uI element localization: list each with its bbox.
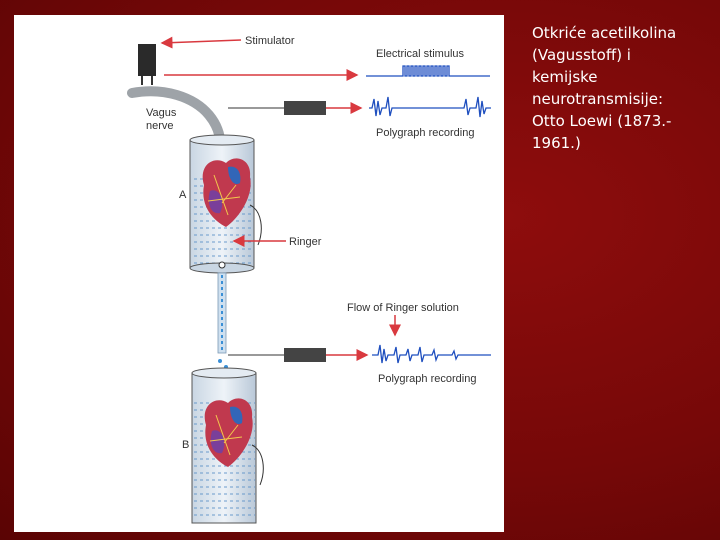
vagus-label: Vagus — [146, 107, 177, 119]
heart-chamber-b — [191, 367, 257, 524]
ringer-flow-stream — [216, 272, 228, 381]
ringer-label: Ringer — [289, 236, 322, 248]
caption-line: neurotransmisije: — [532, 90, 664, 108]
heart-b-label: B — [182, 439, 189, 451]
heart-a — [202, 158, 251, 227]
caption-line: Otkriće acetilkolina — [532, 24, 677, 42]
polygraph-bottom-label: Polygraph recording — [378, 373, 476, 385]
caption-line: 1961.) — [532, 134, 581, 152]
loewi-experiment-figure: Stimulator Electrical stimulus Vagus ner… — [14, 15, 504, 532]
flow-label: Flow of Ringer solution — [347, 302, 459, 314]
heart-b — [204, 398, 253, 467]
polygraph-trace-top — [369, 96, 491, 118]
polygraph-trace-bottom — [372, 344, 491, 364]
heart-a-label: A — [179, 189, 187, 201]
experiment-diagram: Stimulator Electrical stimulus Vagus ner… — [127, 35, 491, 524]
slide-caption: Otkriće acetilkolina (Vagusstoff) i kemi… — [532, 22, 710, 154]
electrical-stimulus-trace — [366, 65, 490, 77]
nerve-label: nerve — [146, 120, 174, 132]
caption-line: (Vagusstoff) i — [532, 46, 631, 64]
electrode-wire-b — [251, 444, 264, 486]
polygraph-device-top — [284, 101, 326, 115]
stimulator-label: Stimulator — [245, 35, 295, 47]
stimulator-device — [138, 44, 156, 85]
caption-line: Otto Loewi (1873.- — [532, 112, 672, 130]
polygraph-device-bottom — [284, 348, 326, 362]
electrical-stimulus-label: Electrical stimulus — [376, 48, 465, 60]
caption-line: kemijske — [532, 68, 598, 86]
stimulator-arrow — [160, 36, 242, 49]
polygraph-top-label: Polygraph recording — [376, 127, 474, 139]
